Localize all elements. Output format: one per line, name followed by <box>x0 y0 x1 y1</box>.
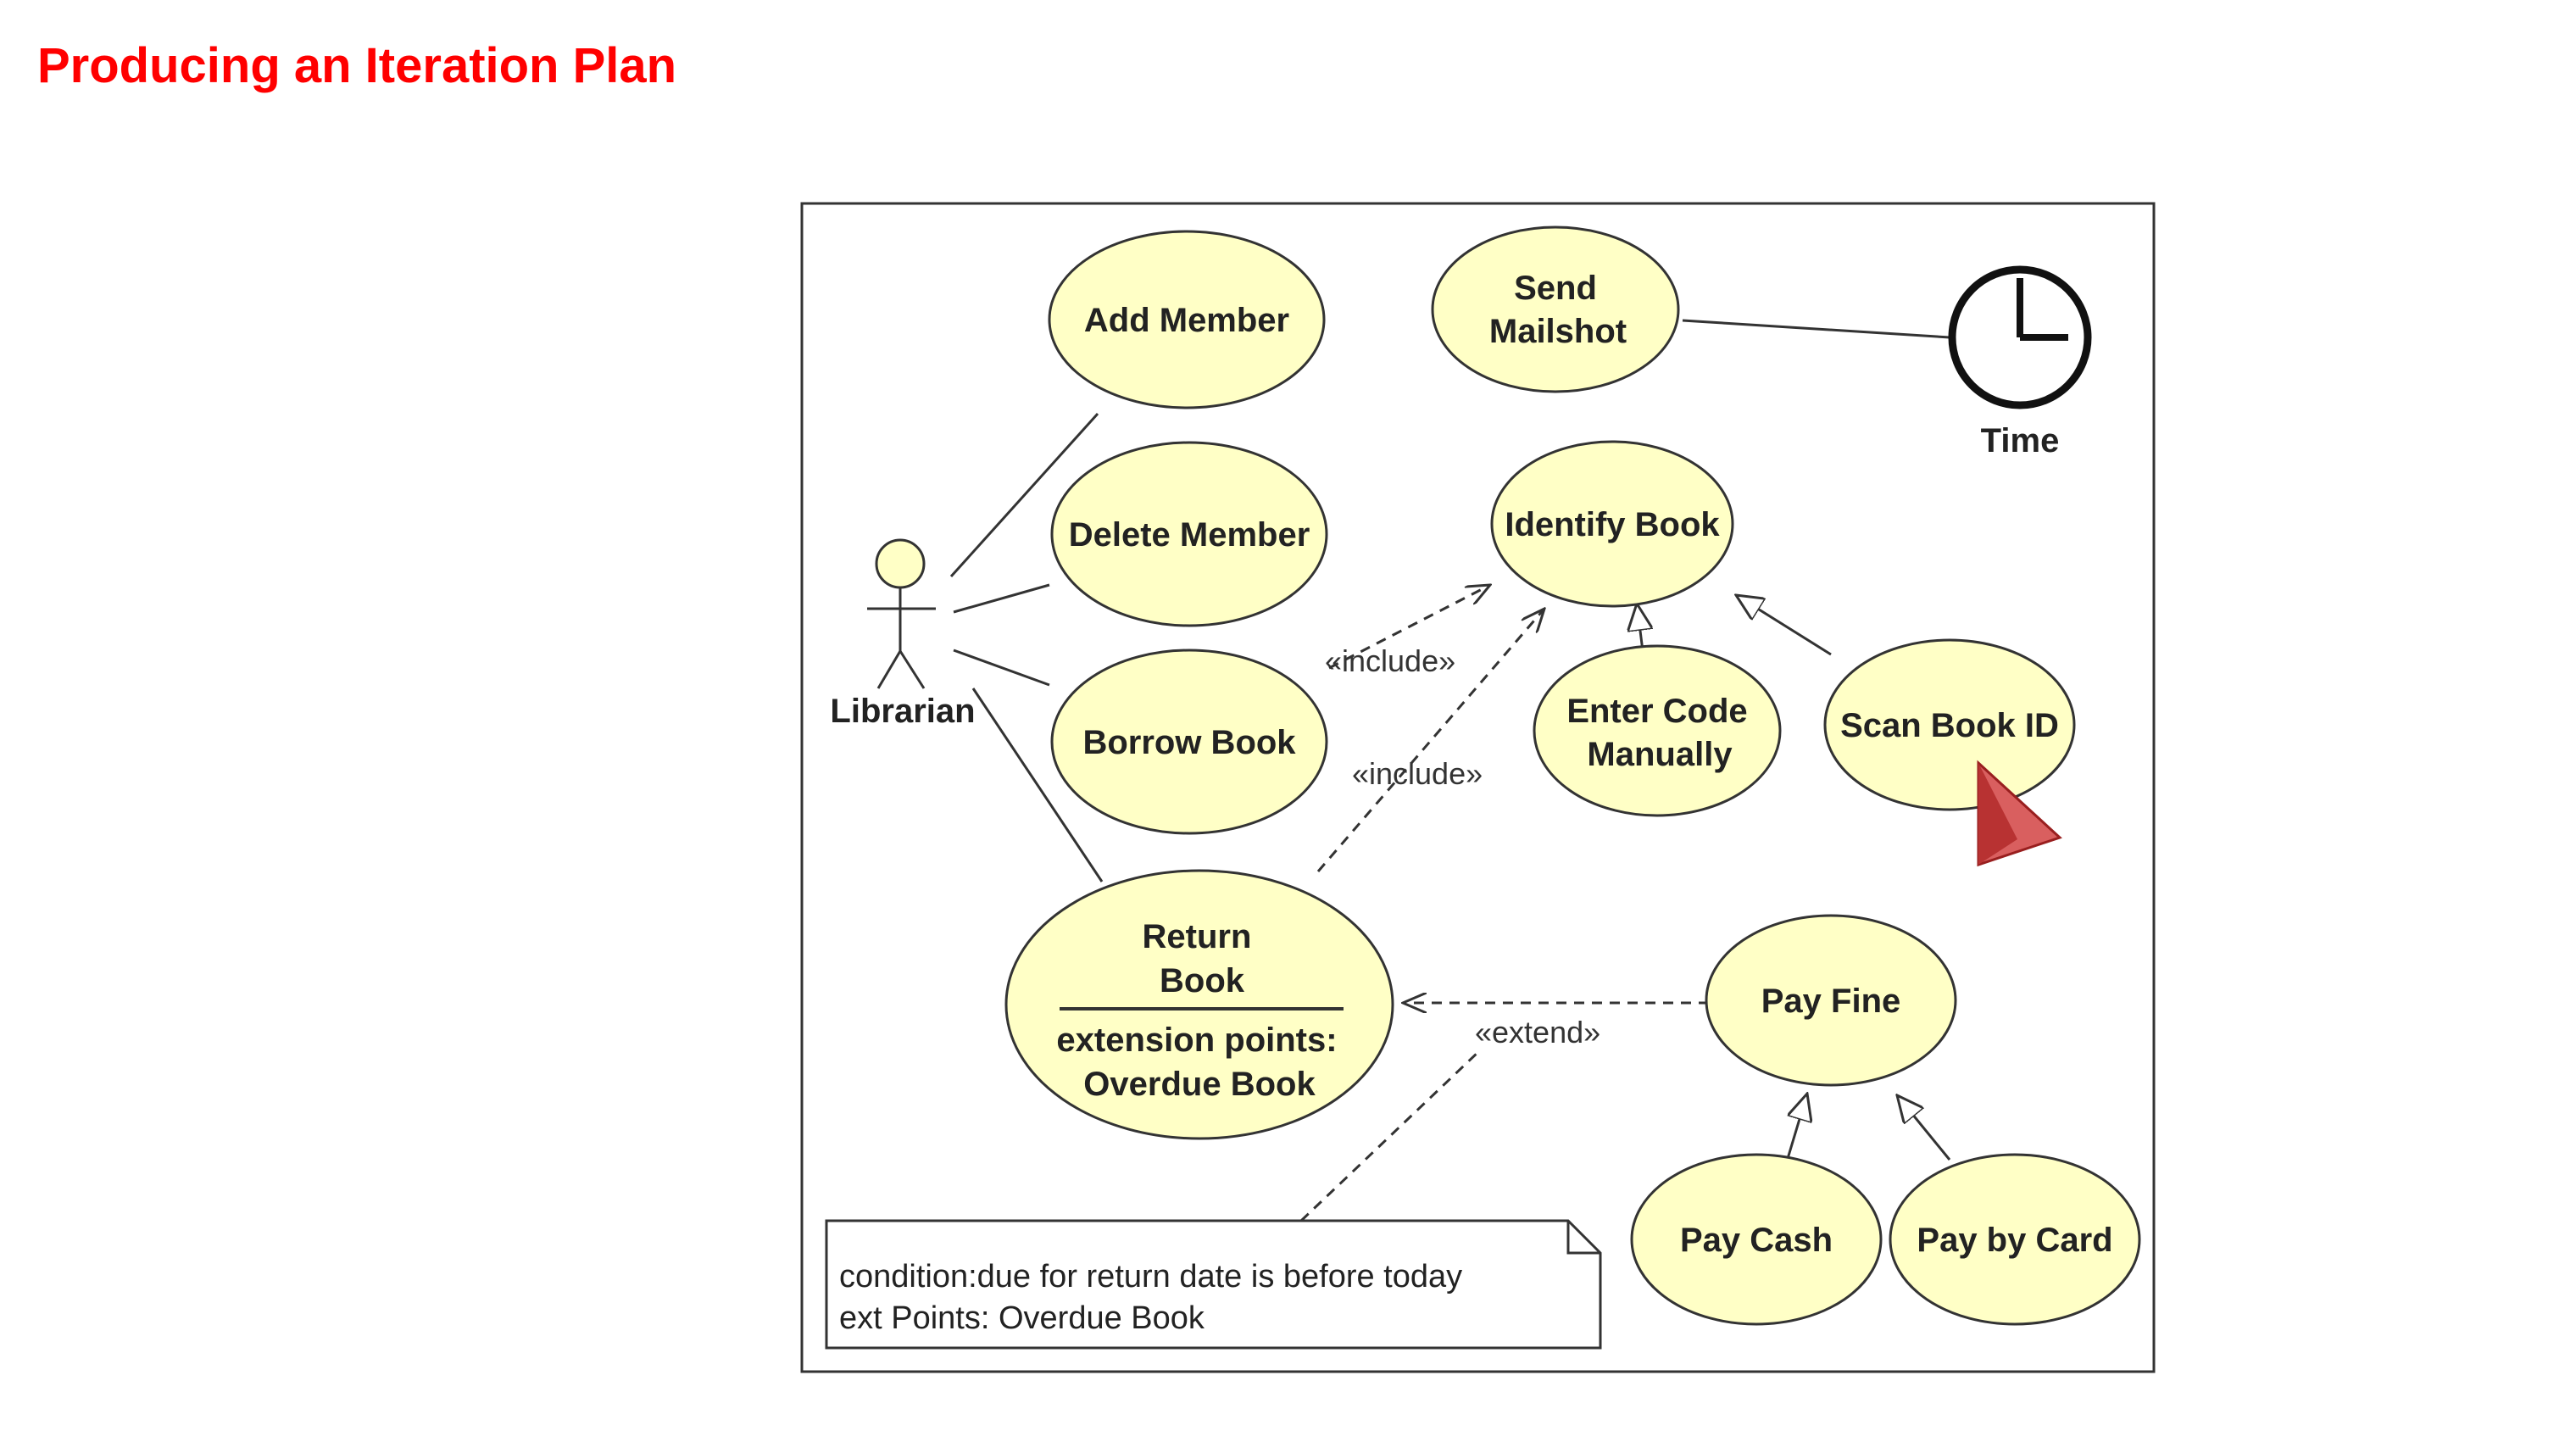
include-label-2: «include» <box>1352 756 1483 791</box>
use-case-label: Pay Cash <box>1680 1222 1833 1259</box>
use-case-label: Return <box>1143 918 1252 955</box>
assoc-librarian-delete-member <box>953 583 1050 614</box>
gen-entercode-identify <box>1637 604 1643 652</box>
use-case-pay-cash[interactable]: Pay Cash <box>1630 1153 1883 1326</box>
librarian-label: Librarian <box>830 693 975 730</box>
note-condition-text: condition:due for return date is before … <box>839 1259 1462 1294</box>
use-case-pay-fine[interactable]: Pay Fine <box>1705 914 1957 1087</box>
use-case-label: Identify Book <box>1505 506 1720 543</box>
include-borrow-identify <box>1328 585 1490 670</box>
use-case-label: Scan Book ID <box>1840 707 2059 744</box>
assoc-librarian-return-book <box>971 688 1104 882</box>
associations <box>949 319 1950 882</box>
include-label-1: «include» <box>1325 643 1455 678</box>
include-return-identify <box>1316 609 1544 872</box>
condition-note: condition:due for return date is before … <box>825 1219 1602 1350</box>
gen-scanbook-identify <box>1736 595 1832 656</box>
gen-paycard-payfine <box>1897 1095 1951 1161</box>
note-anchor-line <box>1299 1049 1481 1222</box>
assoc-time-send-mailshot <box>1682 319 1950 339</box>
slide-title: Producing an Iteration Plan <box>37 38 677 93</box>
generalizations <box>1637 595 1951 1162</box>
gen-paycash-payfine <box>1785 1094 1807 1162</box>
extend-label: «extend» <box>1475 1015 1600 1049</box>
use-case-label: Enter Code <box>1566 693 1747 730</box>
clock-icon <box>1948 265 2092 409</box>
note-ext-points-text: ext Points: Overdue Book <box>839 1300 1205 1336</box>
time-label: Time <box>1981 422 2060 459</box>
use-case-label: Pay by Card <box>1917 1222 2112 1259</box>
mouse-cursor-icon <box>1977 760 2062 867</box>
assoc-librarian-add-member <box>949 412 1099 578</box>
extension-points-label: extension points: <box>1056 1022 1337 1059</box>
use-case-label: Delete Member <box>1069 516 1310 554</box>
use-case-label: Add Member <box>1084 302 1289 339</box>
use-case-label: Mailshot <box>1489 313 1627 350</box>
use-case-label: Book <box>1160 962 1245 999</box>
use-case-send-mailshot[interactable]: Send Mailshot <box>1431 225 1680 393</box>
librarian-actor <box>867 538 936 689</box>
use-case-label: Manually <box>1587 736 1733 773</box>
use-case-label: Borrow Book <box>1082 724 1296 761</box>
use-case-pay-by-card[interactable]: Pay by Card <box>1889 1153 2141 1326</box>
use-case-label: Send <box>1514 270 1597 307</box>
use-case-enter-code-manually[interactable]: Enter Code Manually <box>1533 644 1782 817</box>
use-case-scan-book-id[interactable]: Scan Book ID <box>1823 638 2076 811</box>
use-case-label: Pay Fine <box>1761 983 1901 1020</box>
assoc-librarian-borrow-book <box>953 649 1050 687</box>
use-case-add-member[interactable]: Add Member <box>1048 230 1326 409</box>
use-case-identify-book[interactable]: Identify Book <box>1490 440 1734 608</box>
use-case-delete-member[interactable]: Delete Member <box>1050 441 1328 627</box>
use-case-borrow-book[interactable]: Borrow Book <box>1050 649 1328 835</box>
use-case-return-book[interactable]: Return Book extension points: Overdue Bo… <box>1004 869 1394 1140</box>
dependencies <box>1299 585 1709 1222</box>
extension-point-overdue: Overdue Book <box>1083 1066 1316 1103</box>
